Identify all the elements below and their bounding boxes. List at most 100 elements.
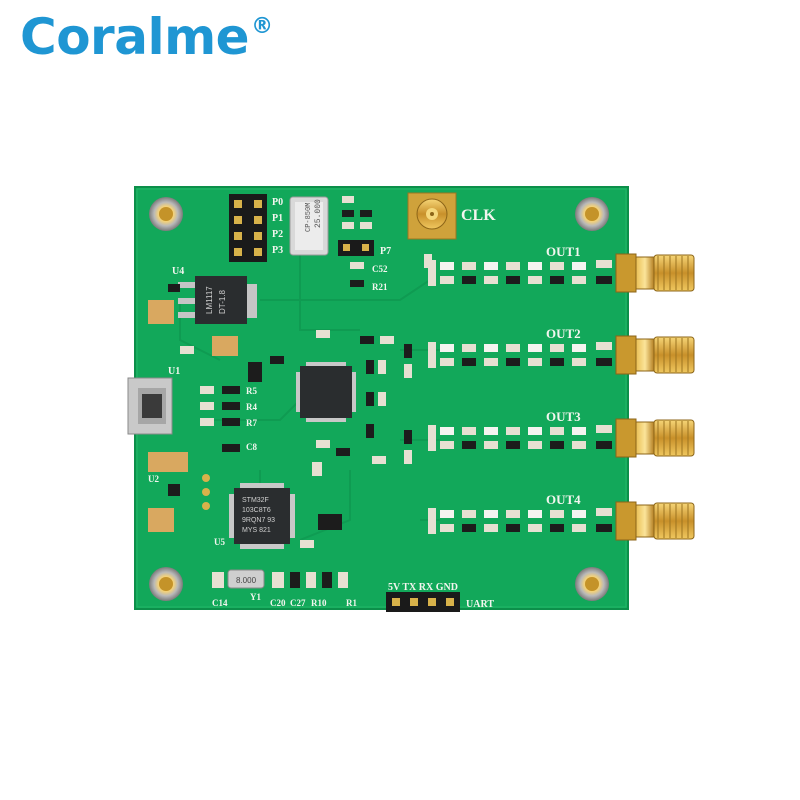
filter-out-res-4 [596, 524, 612, 532]
resistors-usb [200, 362, 262, 452]
filter-part-top-1 [528, 262, 542, 270]
filter-part-top-4 [484, 510, 498, 518]
filter-part-top-1 [484, 262, 498, 270]
filter-part-bottom-4 [506, 524, 520, 532]
crystal [227, 569, 265, 589]
mount-hole-tr [575, 197, 609, 231]
filter-part-bottom-4 [440, 524, 454, 532]
filter-part-bottom-3 [440, 441, 454, 449]
output-label-4: OUT4 [546, 492, 581, 507]
filter-part-bottom-3 [572, 441, 586, 449]
ref-r1: R1 [346, 598, 357, 608]
filter-end-cap-3 [428, 425, 436, 451]
sma-base-2 [615, 335, 637, 375]
filter-part-top-1 [550, 262, 564, 270]
filter-part-bottom-4 [550, 524, 564, 532]
ref-r4: R4 [246, 402, 257, 412]
ref-c8: C8 [246, 442, 257, 452]
ref-u2: U2 [148, 474, 159, 484]
filter-out-cap-2 [596, 342, 612, 350]
mount-hole-bl [149, 567, 183, 601]
ref-r7: R7 [246, 418, 257, 428]
filter-part-top-3 [572, 427, 586, 435]
brand-logo: Coralme® [20, 8, 273, 66]
ref-c52: C52 [372, 264, 388, 274]
filter-part-bottom-3 [462, 441, 476, 449]
ref-p7: P7 [380, 246, 391, 257]
filter-part-top-3 [440, 427, 454, 435]
filter-part-bottom-3 [550, 441, 564, 449]
filter-part-bottom-1 [440, 276, 454, 284]
caps-left [148, 284, 284, 532]
sma-nut-4 [635, 504, 655, 538]
sma-base-3 [615, 418, 637, 458]
filter-part-bottom-2 [550, 358, 564, 366]
filter-part-top-2 [462, 344, 476, 352]
oscillator [289, 196, 329, 256]
main-chip [296, 362, 356, 422]
pin-header-p [229, 194, 267, 262]
sma-base-1 [615, 253, 637, 293]
ref-u1: U1 [168, 366, 180, 377]
filter-part-top-2 [572, 344, 586, 352]
filter-part-bottom-2 [462, 358, 476, 366]
ref-r21: R21 [372, 282, 388, 292]
filter-part-bottom-3 [484, 441, 498, 449]
regulator [178, 276, 257, 324]
filter-part-bottom-1 [484, 276, 498, 284]
filter-part-top-3 [506, 427, 520, 435]
mcu-text-1: STM32F [242, 497, 269, 504]
filter-part-top-1 [462, 262, 476, 270]
ref-y1: Y1 [250, 592, 261, 602]
clk-label: CLK [461, 207, 496, 224]
oscillator-text-2: CP-850M [305, 203, 313, 232]
filter-part-top-1 [506, 262, 520, 270]
filter-part-bottom-3 [528, 441, 542, 449]
mcu-text-2: 103C8T6 [242, 507, 271, 514]
ref-r5: R5 [246, 386, 257, 396]
mcu-text-4: MYS 821 [242, 527, 271, 534]
filter-part-top-2 [528, 344, 542, 352]
filter-part-top-2 [550, 344, 564, 352]
mount-hole-br [575, 567, 609, 601]
filter-part-bottom-2 [484, 358, 498, 366]
smd-p7-area [350, 262, 364, 287]
filter-part-bottom-4 [572, 524, 586, 532]
crystal-text: 8.000 [236, 576, 257, 585]
pin-label-p0: P0 [272, 197, 283, 208]
filter-part-top-4 [528, 510, 542, 518]
mini-usb-connector [127, 377, 173, 435]
ref-c20: C20 [270, 598, 286, 608]
filter-part-bottom-1 [506, 276, 520, 284]
filter-part-top-1 [440, 262, 454, 270]
ref-c14: C14 [212, 598, 228, 608]
filter-part-top-4 [550, 510, 564, 518]
sma-nut-2 [635, 338, 655, 372]
clk-sma-connector [407, 192, 457, 240]
oscillator-text-1: 25.000 [314, 199, 323, 228]
output-label-2: OUT2 [546, 326, 581, 341]
ref-u5: U5 [214, 537, 225, 547]
filter-part-bottom-2 [572, 358, 586, 366]
filter-part-bottom-4 [484, 524, 498, 532]
filter-part-top-3 [462, 427, 476, 435]
filter-part-top-3 [528, 427, 542, 435]
sma-nut-3 [635, 421, 655, 455]
pin-label-p1: P1 [272, 213, 283, 224]
smd-bottom [212, 514, 348, 588]
registered-mark: ® [251, 14, 273, 39]
filter-part-bottom-2 [528, 358, 542, 366]
sma-nut-1 [635, 256, 655, 290]
filter-part-top-3 [550, 427, 564, 435]
pin-label-p2: P2 [272, 229, 283, 240]
ref-u4: U4 [172, 266, 184, 277]
jumper-p7 [338, 240, 374, 256]
uart-header [386, 592, 460, 612]
output-label-1: OUT1 [546, 244, 581, 259]
smd-top [342, 196, 372, 229]
filter-out-res-2 [596, 358, 612, 366]
filter-out-res-3 [596, 441, 612, 449]
filter-part-top-2 [506, 344, 520, 352]
regulator-text-2: DT-1.8 [218, 289, 227, 314]
